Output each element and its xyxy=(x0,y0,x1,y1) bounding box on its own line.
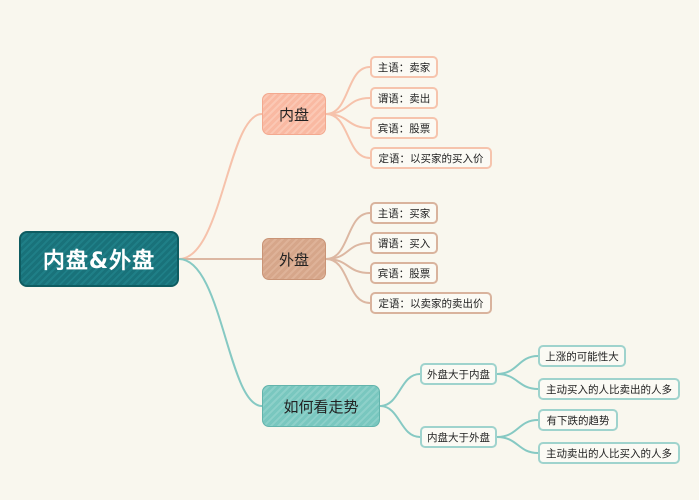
inner-attributive-node[interactable]: 定语：以买家的买入价 xyxy=(370,147,492,169)
connector-sub1-leaf-1 xyxy=(496,355,539,375)
fall-trend-node[interactable]: 有下跌的趋势 xyxy=(538,409,618,431)
more-active-sellers-node[interactable]: 主动卖出的人比买入的人多 xyxy=(538,442,680,464)
connector-sub2-leaf-2 xyxy=(496,436,539,454)
root-node[interactable]: 内盘&外盘 xyxy=(19,231,179,287)
more-active-buyers-node[interactable]: 主动买入的人比卖出的人多 xyxy=(538,378,680,400)
connector-sub1-leaf-2 xyxy=(496,373,539,390)
branch-outer-plate[interactable]: 外盘 xyxy=(262,238,326,280)
connector-root-trend xyxy=(178,258,263,407)
outer-object-node[interactable]: 宾语：股票 xyxy=(370,262,438,284)
inner-subject-node[interactable]: 主语：卖家 xyxy=(370,56,438,78)
inner-greater-than-outer-node[interactable]: 内盘大于外盘 xyxy=(420,426,497,448)
outer-predicate-node[interactable]: 谓语：买入 xyxy=(370,232,438,254)
outer-subject-node[interactable]: 主语：买家 xyxy=(370,202,438,224)
connector-trend-sub-1 xyxy=(379,373,421,407)
outer-greater-than-inner-node[interactable]: 外盘大于内盘 xyxy=(420,363,497,385)
connector-outer-4 xyxy=(325,258,371,304)
branch-inner-plate[interactable]: 内盘 xyxy=(262,93,326,135)
connector-trend-sub-2 xyxy=(379,405,421,438)
branch-how-to-read-trend[interactable]: 如何看走势 xyxy=(262,385,380,427)
connector-sub2-leaf-1 xyxy=(496,419,539,438)
rise-likely-node[interactable]: 上涨的可能性大 xyxy=(538,345,626,367)
inner-object-node[interactable]: 宾语：股票 xyxy=(370,117,438,139)
connector-inner-4 xyxy=(325,113,371,159)
connector-root-inner xyxy=(178,113,263,260)
inner-predicate-node[interactable]: 谓语：卖出 xyxy=(370,87,438,109)
outer-attributive-node[interactable]: 定语：以卖家的卖出价 xyxy=(370,292,492,314)
